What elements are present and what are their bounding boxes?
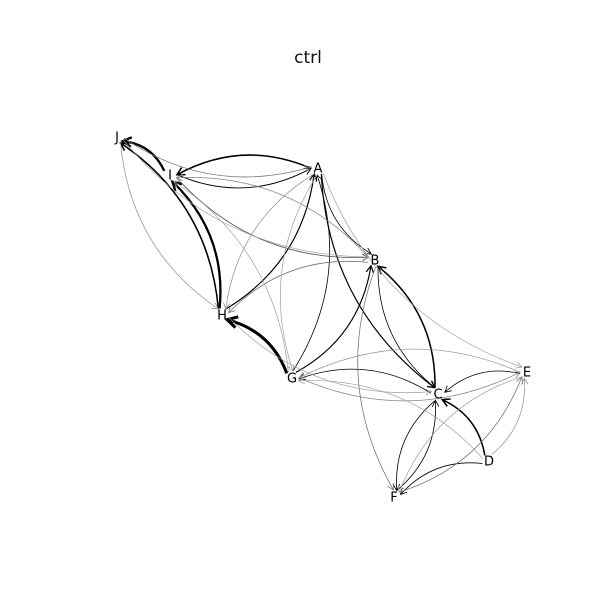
edge-I-A (176, 167, 312, 189)
edge-arrowhead-B-H (228, 305, 236, 314)
edge-A-G (280, 174, 318, 372)
edge-C-B (377, 265, 436, 388)
edge-D-G (298, 380, 483, 459)
edge-arrowhead-D-C (440, 398, 451, 407)
graph-title: ctrl (294, 48, 322, 68)
edge-arrowhead-G-I (172, 180, 181, 188)
edge-arrowhead-B-I (175, 173, 183, 181)
edge-I-J (122, 139, 166, 172)
edge-E-C (444, 370, 521, 393)
edge-B-C (377, 266, 436, 389)
edge-arrowhead-G-B (365, 264, 375, 274)
node-A: A (314, 162, 323, 177)
edge-arrowhead-B-F (387, 482, 394, 491)
node-H: H (217, 309, 227, 324)
edge-J-B (123, 139, 369, 258)
edge-arrowhead-D-G (297, 376, 305, 385)
edge-J-H (120, 142, 219, 310)
edge-I-B (176, 177, 369, 259)
edge-arrowhead-H-C (424, 388, 433, 396)
edge-D-E (491, 378, 525, 455)
edge-A-I (176, 154, 312, 176)
edge-E-F (398, 376, 523, 493)
edge-arrowhead-G-H (224, 315, 239, 329)
edge-arrowhead-B-C (428, 381, 436, 389)
node-C: C (433, 388, 442, 403)
edge-arrowhead-J-A (304, 165, 312, 173)
node-F: F (390, 491, 397, 506)
edge-C-G (298, 368, 432, 394)
edge-G-H (226, 318, 289, 374)
node-D: D (484, 455, 494, 470)
edge-arrowhead-D-E (521, 377, 529, 385)
edge-H-J (120, 142, 220, 310)
node-J: J (114, 131, 119, 146)
edge-H-A (225, 173, 315, 310)
edge-C-F (396, 400, 436, 491)
edge-A-C (320, 174, 436, 389)
edge-arrowhead-H-I (170, 179, 183, 192)
edge-F-C (396, 400, 436, 491)
edge-H-C (228, 317, 432, 394)
node-E: E (523, 366, 531, 381)
edge-arrowhead-J-B (362, 253, 370, 261)
edge-arrowhead-A-H (223, 302, 231, 310)
edge-A-E (322, 172, 523, 368)
nodes-layer: A B C D E F G H I J (114, 131, 531, 506)
edge-arrowhead-I-J (120, 136, 133, 148)
edge-B-F (357, 266, 394, 491)
edge-D-F (400, 462, 483, 495)
edge-E-G (298, 348, 521, 379)
edge-arrowhead-A-G (287, 364, 295, 372)
edge-G-I (173, 180, 289, 373)
edges-layer (119, 136, 529, 496)
node-I: I (168, 169, 172, 184)
edge-G-E (298, 371, 521, 402)
edge-arrowhead-A-E (515, 361, 523, 369)
edge-arrowhead-E-F (397, 485, 405, 493)
edge-G-A (292, 174, 330, 372)
edge-B-I (176, 177, 369, 258)
edge-H-I (171, 180, 222, 309)
node-G: G (287, 372, 297, 387)
edge-J-A (123, 137, 312, 178)
edge-arrowhead-E-C (444, 385, 452, 393)
node-B: B (371, 254, 380, 269)
edge-A-H (225, 173, 315, 310)
edge-B-H (228, 260, 369, 313)
edge-D-C (441, 398, 486, 456)
edge-G-B (295, 265, 372, 373)
edge-arrowhead-J-H (211, 302, 220, 310)
